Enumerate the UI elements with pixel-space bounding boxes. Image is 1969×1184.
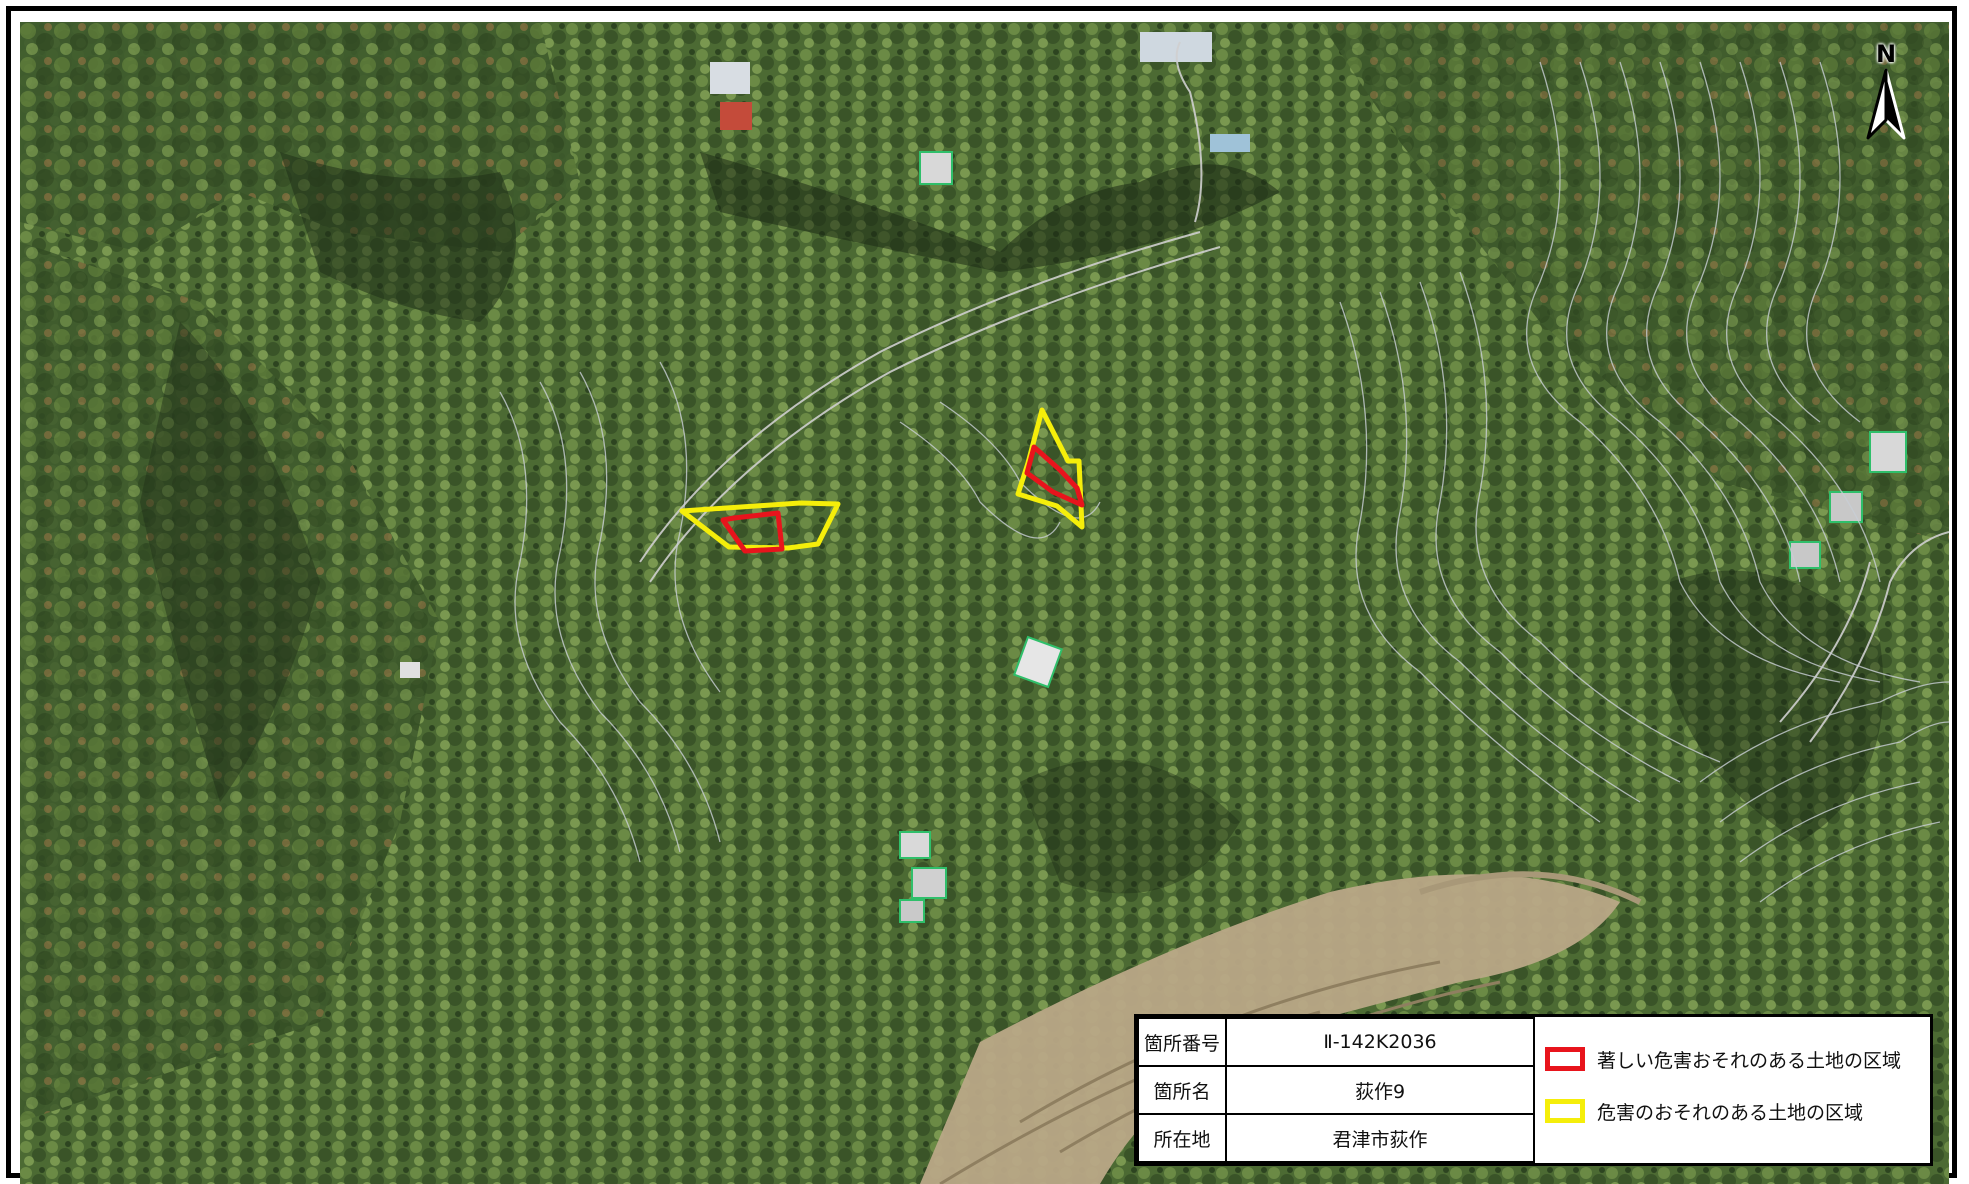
severe-zone-red-east (1024, 444, 1085, 508)
table-row: 所在地 君津市荻作 (1137, 1113, 1535, 1163)
severe-zone-red-west (720, 510, 785, 554)
aerial-map[interactable] (20, 22, 1949, 1184)
legend-item-hazard: 危害のおそれのある土地の区域 (1545, 1096, 1863, 1126)
legend-label-hazard: 危害のおそれのある土地の区域 (1597, 1101, 1864, 1124)
site-location-label: 所在地 (1137, 1113, 1227, 1163)
roads (639, 41, 1949, 743)
legend-item-severe: 著しい危害おそれのある土地の区域 (1545, 1044, 1901, 1074)
yellow-swatch-icon (1545, 1099, 1585, 1123)
site-number-value: Ⅱ-142K2036 (1225, 1017, 1535, 1067)
north-arrow-icon (1866, 68, 1906, 140)
legend: 著しい危害おそれのある土地の区域 危害のおそれのある土地の区域 (1535, 1017, 1927, 1163)
table-row: 箇所番号 Ⅱ-142K2036 (1137, 1017, 1535, 1067)
hazard-zone-outlines[interactable] (679, 407, 1085, 554)
site-number-label: 箇所番号 (1137, 1017, 1227, 1067)
site-name-value: 荻作9 (1225, 1065, 1535, 1115)
legend-label-severe: 著しい危害おそれのある土地の区域 (1597, 1049, 1902, 1072)
site-info-panel: 箇所番号 Ⅱ-142K2036 箇所名 荻作9 所在地 君津市荻作 著しい危害お… (1134, 1014, 1933, 1166)
hazard-zone-yellow-west (679, 500, 841, 551)
contour-lines (499, 61, 1949, 903)
map-background (20, 22, 1949, 1184)
north-arrow: N (1856, 40, 1916, 140)
buildings (400, 32, 1907, 923)
site-name-label: 箇所名 (1137, 1065, 1227, 1115)
north-label: N (1875, 40, 1897, 68)
site-info-table: 箇所番号 Ⅱ-142K2036 箇所名 荻作9 所在地 君津市荻作 (1137, 1017, 1535, 1163)
site-location-value: 君津市荻作 (1225, 1113, 1535, 1163)
red-swatch-icon (1545, 1047, 1585, 1071)
table-row: 箇所名 荻作9 (1137, 1065, 1535, 1115)
